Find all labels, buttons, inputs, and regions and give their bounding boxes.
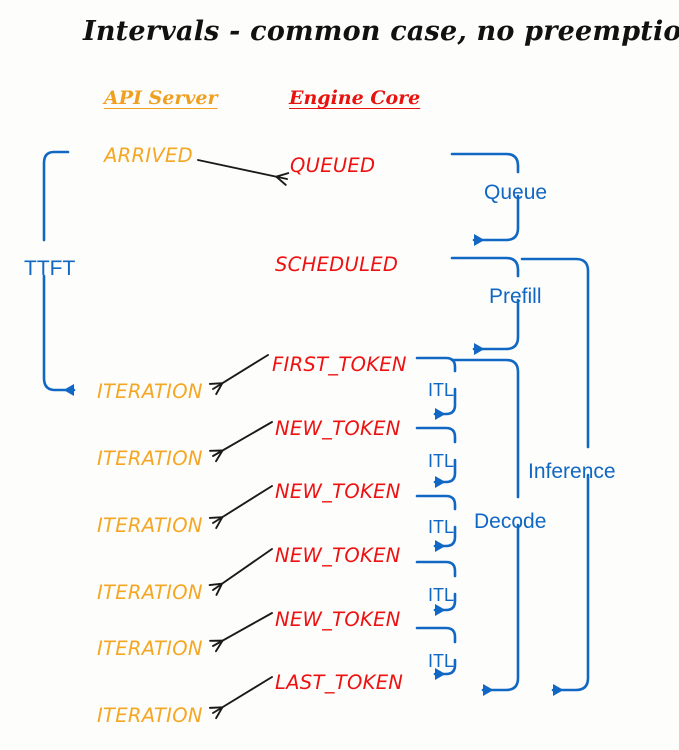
bracket-decode-top (450, 358, 520, 499)
arrow-new-token-to-iteration-2 (208, 485, 273, 530)
interval-label-queue: Queue (484, 181, 548, 204)
event-api-iteration-6: ITERATION (97, 704, 203, 727)
interval-label-itl-4: ITL (428, 585, 455, 605)
bracket-decode-bottom (481, 523, 520, 696)
column-header-api-server: API Server (104, 87, 218, 109)
bracket-itl-3-top (415, 494, 457, 511)
bracket-itl-5-top (415, 626, 457, 644)
interval-label-inference: Inference (528, 460, 616, 483)
interval-label-itl-2: ITL (428, 451, 455, 471)
arrow-new-token-to-iteration-1 (209, 421, 273, 463)
interval-label-ttft: TTFT (24, 257, 76, 280)
bracket-itl-1-bottom (433, 387, 457, 420)
bracket-prefill-top (450, 256, 520, 278)
bracket-ttft-top (42, 150, 70, 242)
arrow-arrived-to-queued (197, 159, 290, 186)
bracket-prefill-bottom (472, 298, 520, 355)
bracket-itl-5-bottom (433, 658, 457, 680)
event-api-iteration-1: ITERATION (97, 380, 203, 403)
event-engine-new-token-4: NEW_TOKEN (275, 608, 401, 631)
event-engine-first-token: FIRST_TOKEN (272, 353, 407, 376)
event-engine-new-token-1: NEW_TOKEN (275, 417, 401, 440)
bracket-itl-1-top (415, 356, 457, 373)
bracket-queue-top (450, 152, 520, 174)
event-engine-queued: QUEUED (290, 154, 376, 177)
event-api-iteration-3: ITERATION (97, 514, 203, 537)
interval-brackets (42, 150, 590, 696)
column-header-engine-core: Engine Core (289, 87, 421, 109)
bracket-queue-bottom (472, 194, 520, 246)
event-api-iteration-4: ITERATION (97, 581, 203, 604)
arrow-last-token-to-iteration (208, 676, 273, 720)
event-api-iteration-5: ITERATION (97, 637, 203, 660)
event-api-arrived: ARRIVED (104, 144, 193, 167)
bracket-itl-4-top (415, 560, 457, 578)
event-arrows (197, 159, 290, 720)
interval-label-itl-3: ITL (428, 517, 455, 537)
bracket-inference-top (520, 257, 590, 449)
bracket-inference-bottom (551, 473, 590, 696)
arrow-first-token-to-iteration (208, 354, 269, 396)
arrow-new-token-to-iteration-4 (209, 612, 273, 653)
bracket-itl-2-bottom (433, 458, 457, 488)
event-api-iteration-2: ITERATION (97, 447, 203, 470)
interval-label-itl-5: ITL (428, 651, 455, 671)
arrow-new-token-to-iteration-3 (208, 548, 273, 596)
bracket-itl-4-bottom (433, 592, 457, 616)
event-engine-new-token-2: NEW_TOKEN (275, 480, 401, 503)
event-engine-scheduled: SCHEDULED (275, 253, 399, 276)
event-engine-last-token: LAST_TOKEN (275, 671, 404, 694)
bracket-ttft-bottom (42, 274, 76, 396)
interval-label-decode: Decode (474, 510, 547, 533)
event-engine-new-token-3: NEW_TOKEN (275, 544, 401, 567)
bracket-itl-3-bottom (433, 525, 457, 552)
bracket-itl-2-top (415, 426, 457, 444)
interval-label-prefill: Prefill (489, 285, 542, 308)
diagram-title: Intervals - common case, no preemptions (83, 16, 679, 47)
interval-label-itl-1: ITL (428, 380, 455, 400)
